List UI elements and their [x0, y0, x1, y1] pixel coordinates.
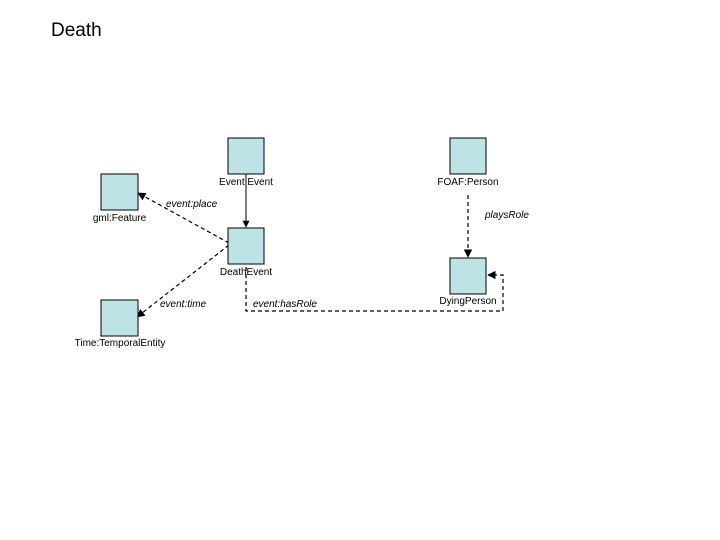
node-box — [100, 299, 139, 337]
node-label: FOAF:Person — [437, 177, 498, 188]
edge-event-place — [137, 192, 230, 244]
node-foaf-person[interactable]: FOAF:Person — [437, 137, 499, 188]
edge-event-has-role — [245, 267, 504, 312]
node-box — [449, 257, 487, 295]
edge-label-event-time: event:time — [160, 299, 207, 310]
node-event-event[interactable]: Event:Event — [219, 137, 273, 188]
node-box — [227, 137, 265, 175]
node-label: gml:Feature — [93, 213, 147, 224]
edge-label-event-place: event:place — [166, 199, 218, 210]
node-dying-person[interactable]: DyingPerson — [439, 257, 497, 307]
page-title: Death — [51, 20, 102, 41]
node-box — [100, 173, 139, 211]
node-label: Time:TemporalEntity — [75, 338, 166, 349]
node-label: Event:Event — [219, 177, 273, 188]
edge-label-event-has-role: event:hasRole — [253, 299, 317, 310]
edge-label-plays-role: playsRole — [484, 210, 529, 221]
node-label: DyingPerson — [439, 296, 496, 307]
node-box — [227, 227, 265, 265]
node-death-event[interactable]: DeathEvent — [220, 227, 272, 278]
node-box — [449, 137, 487, 175]
node-time-temporal-entity[interactable]: Time:TemporalEntity — [75, 299, 166, 349]
node-gml-feature[interactable]: gml:Feature — [93, 173, 147, 224]
node-label: DeathEvent — [220, 267, 272, 278]
edge-event-time — [136, 244, 230, 318]
